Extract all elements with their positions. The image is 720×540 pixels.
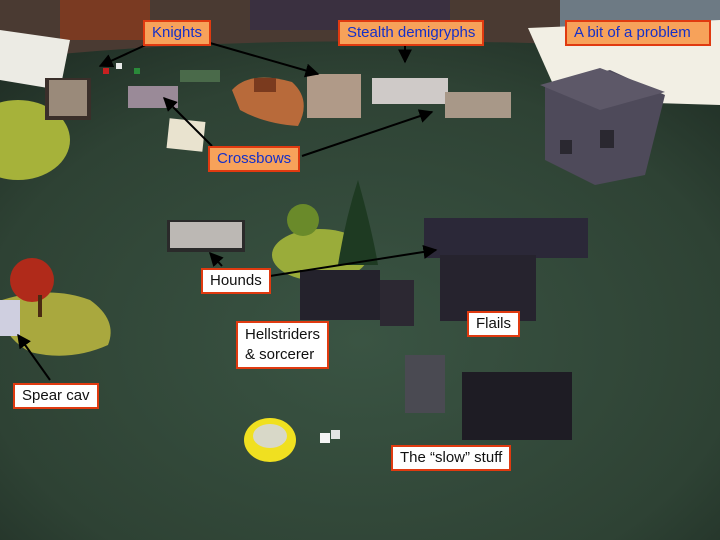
token [134, 68, 140, 74]
arrow-crossbows-right [301, 109, 434, 157]
hill-plateau [254, 78, 276, 92]
hill-center [232, 77, 304, 126]
unit-crossbows-right [445, 92, 511, 118]
paper-sheet-left [0, 30, 70, 90]
label-hellstriders-line1: Hellstriders [245, 326, 321, 343]
token-group [180, 70, 220, 82]
label-stealth-demigryphs: Stealth demigryphs [338, 20, 485, 46]
annotation-arrows [17, 42, 438, 381]
unit-spear-cav [0, 300, 20, 336]
unit-flails [440, 255, 536, 321]
arrow-knights-center [209, 42, 320, 78]
arrow-hounds [209, 251, 224, 268]
conifer-tree [338, 180, 378, 265]
arrow-spear-cav [17, 333, 51, 381]
unit-war-machine [405, 355, 445, 413]
unit-stealth-demigryphs [372, 78, 448, 104]
arrow-crossbows-left [163, 97, 213, 147]
token [116, 63, 122, 69]
unit-knights-center [307, 74, 361, 118]
tree-trunk [38, 295, 42, 317]
token [103, 68, 109, 74]
label-slow-stuff: The “slow” stuff [391, 445, 512, 471]
unit-hellstriders [300, 270, 380, 320]
tower-door [560, 140, 572, 154]
tape-measure-top [253, 424, 287, 448]
label-knights: Knights [143, 20, 212, 46]
unit-sorcerer [380, 280, 414, 326]
arrow-knights-left [98, 42, 151, 68]
label-hellstriders-line2: & sorcerer [245, 346, 315, 363]
unit-hounds [170, 222, 242, 248]
unit-flails-rear [424, 218, 588, 258]
label-hounds: Hounds [201, 268, 271, 294]
tree-red [10, 258, 54, 302]
label-spear-cav: Spear cav [13, 383, 99, 409]
die [331, 430, 340, 439]
unit-slow-stuff [462, 372, 572, 440]
card-template [166, 118, 206, 152]
arrow-hounds-flails [269, 245, 438, 277]
unit-knights-figures [49, 80, 87, 116]
label-a-bit-of-a-problem: A bit of a problem [565, 20, 711, 46]
tower-top [540, 68, 665, 110]
tree-small [287, 204, 319, 236]
die [320, 433, 330, 443]
label-flails: Flails [467, 311, 521, 337]
label-hellstriders-sorcerer: Hellstriders & sorcerer [236, 321, 330, 369]
label-crossbows: Crossbows [208, 146, 301, 172]
chair [60, 0, 150, 40]
hill-left [0, 100, 70, 180]
tower-window [600, 130, 614, 148]
